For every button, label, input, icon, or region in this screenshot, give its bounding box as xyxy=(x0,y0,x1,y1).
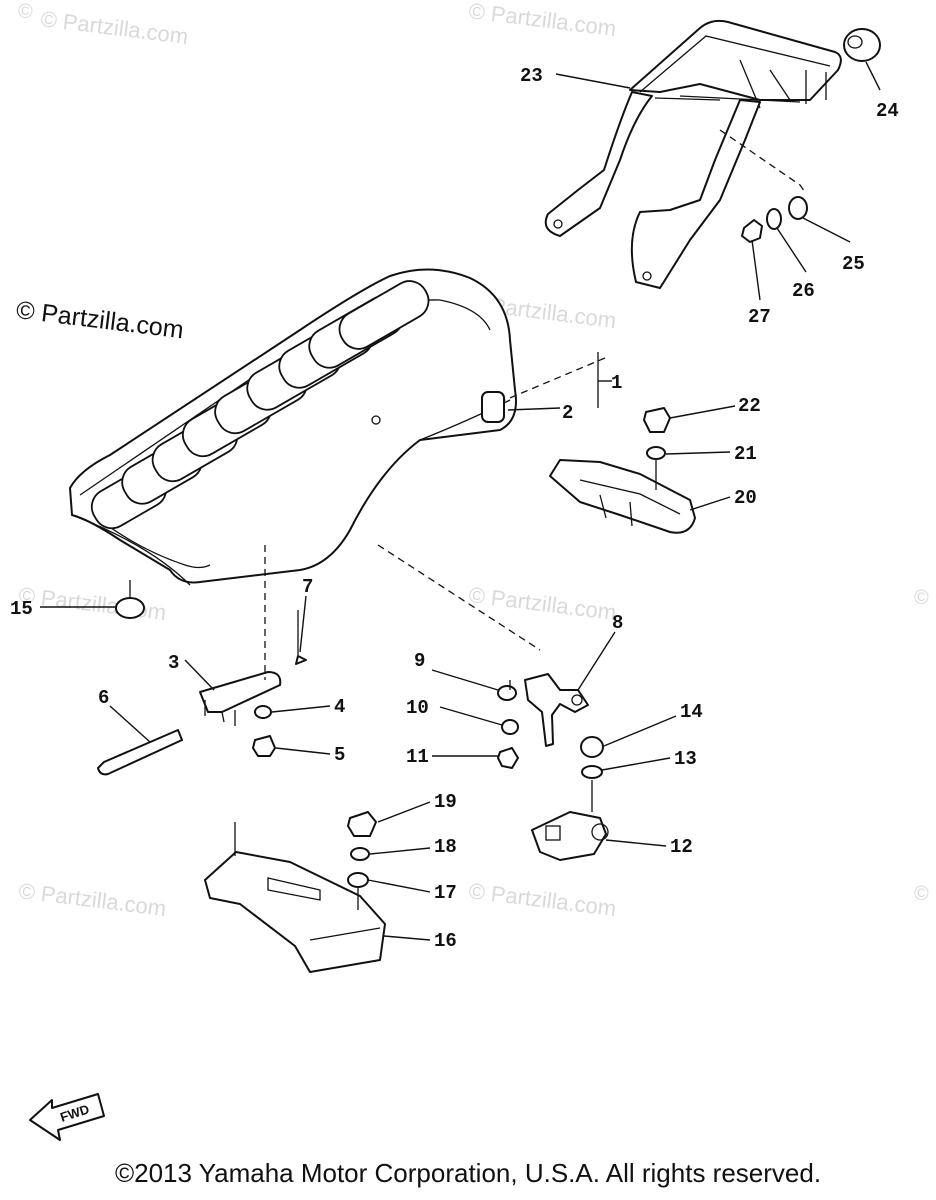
watermark-copyright-symbol: © xyxy=(18,1,33,23)
seat-damper xyxy=(115,580,145,619)
copyright-notice: ©2013 Yamaha Motor Corporation, U.S.A. A… xyxy=(114,1158,822,1188)
seat-lock-group xyxy=(377,544,589,769)
callout-21: 21 xyxy=(734,443,757,465)
callout-11: 11 xyxy=(406,746,429,768)
callout-15: 15 xyxy=(10,598,33,620)
callout-17: 17 xyxy=(434,882,457,904)
seat-bracket-upper xyxy=(549,407,696,534)
watermark-text: © Partzilla.com xyxy=(467,878,617,921)
callout-20: 20 xyxy=(734,487,757,509)
callout-16: 16 xyxy=(434,930,457,952)
callout-8: 8 xyxy=(612,612,623,634)
seat-bracket-lower xyxy=(204,811,386,973)
seat-ribs xyxy=(90,280,430,530)
callout-2: 2 xyxy=(562,402,573,424)
callout-5: 5 xyxy=(334,744,345,766)
callouts: 1 2 3 4 5 6 7 8 9 10 11 12 13 14 15 16 1… xyxy=(10,65,899,952)
callout-10: 10 xyxy=(406,697,429,719)
fwd-arrow: FWD xyxy=(29,1093,105,1141)
callout-14: 14 xyxy=(680,701,703,723)
leader-lines xyxy=(40,61,881,941)
seat-assembly xyxy=(69,268,606,586)
watermark-text: © Partzilla.com xyxy=(39,6,189,49)
callout-3: 3 xyxy=(168,652,179,674)
callout-27: 27 xyxy=(748,306,771,328)
watermark-text: © Partzilla.com xyxy=(17,582,167,625)
callout-13: 13 xyxy=(674,748,697,770)
seat-hinge-group xyxy=(97,545,307,776)
callout-12: 12 xyxy=(670,836,693,858)
watermark-text: © Partzilla.com xyxy=(467,0,617,41)
watermark-copyright-symbol: © xyxy=(914,883,929,905)
callout-25: 25 xyxy=(842,253,865,275)
callout-4: 4 xyxy=(334,696,345,718)
callout-22: 22 xyxy=(738,395,761,417)
callout-6: 6 xyxy=(98,687,109,709)
seat-lock-unit xyxy=(531,736,609,861)
rack-grommet xyxy=(843,28,881,62)
callout-19: 19 xyxy=(434,791,457,813)
watermark-text: © Partzilla.com xyxy=(17,878,167,921)
callout-7: 7 xyxy=(302,576,313,598)
callout-18: 18 xyxy=(434,836,457,858)
watermark-copyright-symbol: © xyxy=(914,587,929,609)
watermark-text: © Partzilla.com xyxy=(467,582,617,625)
callout-1: 1 xyxy=(611,372,622,394)
callout-23: 23 xyxy=(520,65,543,87)
callout-26: 26 xyxy=(792,280,815,302)
carrier-rack xyxy=(544,19,842,289)
rack-fasteners xyxy=(741,196,808,243)
callout-24: 24 xyxy=(876,100,899,122)
callout-9: 9 xyxy=(414,650,425,672)
